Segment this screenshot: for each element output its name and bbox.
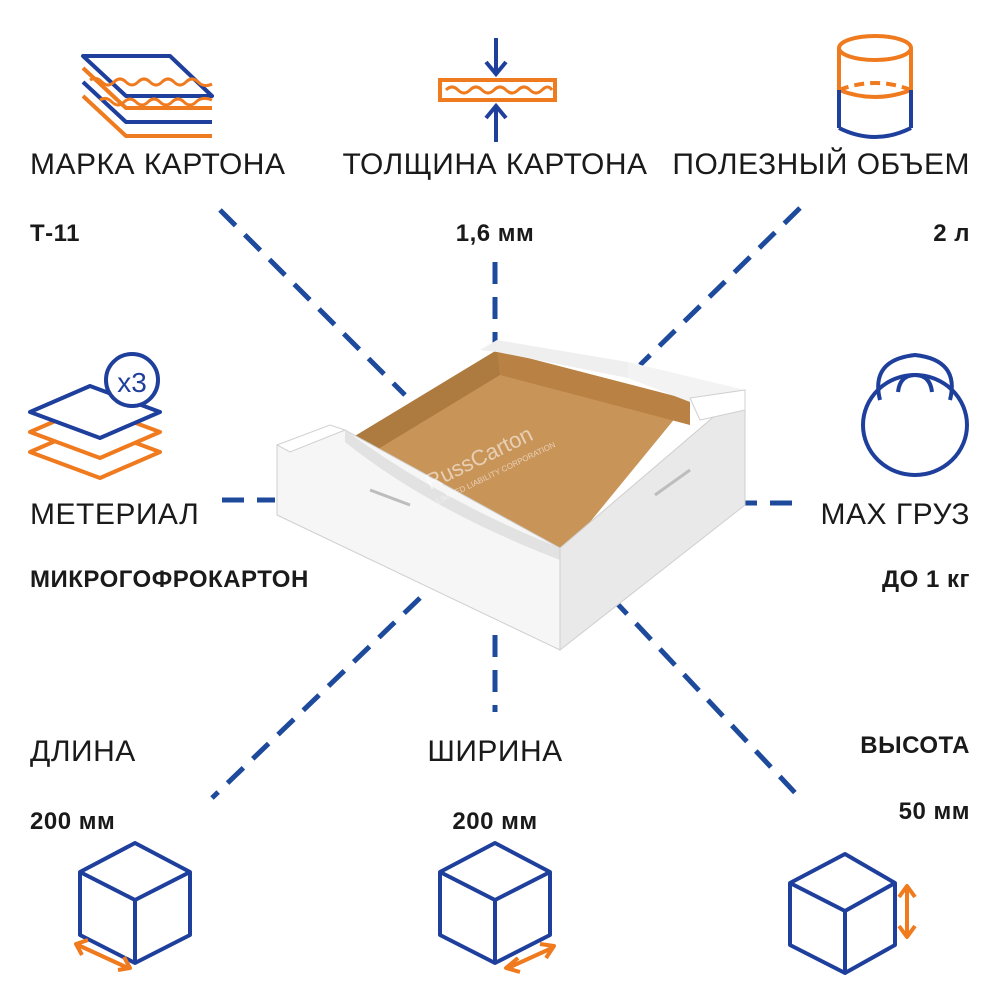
connector-volume <box>638 206 802 367</box>
length-value: 200 мм <box>30 808 116 835</box>
width-value: 200 мм <box>452 808 538 835</box>
tray-inner-back-wall <box>497 350 690 425</box>
cube-height-icon <box>788 852 917 975</box>
cube-width-icon <box>438 841 556 974</box>
material-title: МЕТЕРИАЛ <box>30 498 200 531</box>
height-title: ВЫСОТА <box>860 732 970 759</box>
material-value: МИКРОГОФРОКАРТОН <box>30 566 309 593</box>
stacked-sheets-x3-icon <box>28 352 162 480</box>
product-tray: RussCarton LIMITED LIABILITY CORPORATION <box>275 340 746 652</box>
thickness-title: ТОЛЩИНА КАРТОНА <box>342 148 648 181</box>
max-load-title: MAX ГРУЗ <box>820 498 970 531</box>
connector-length <box>210 596 422 800</box>
tray-tab-left <box>275 424 347 453</box>
tray-tab-right <box>689 389 746 421</box>
tray-slot-left <box>369 488 411 507</box>
volume-value: 2 л <box>933 220 970 247</box>
thickness-value: 1,6 мм <box>455 220 535 247</box>
material-badge: x3 <box>117 367 147 398</box>
tray-front-cutout <box>345 430 560 560</box>
cube-length-icon <box>74 841 192 972</box>
max-load-value: ДО 1 кг <box>882 566 970 593</box>
height-value: 50 мм <box>898 798 970 825</box>
tray-back-rim <box>480 340 628 378</box>
corrugated-layers-icon <box>81 54 214 138</box>
brand-value: Т-11 <box>30 220 81 247</box>
tray-slot-right <box>654 468 691 497</box>
connector-height <box>610 596 802 800</box>
length-title: ДЛИНА <box>30 735 136 768</box>
dashed-connectors <box>210 206 802 800</box>
tray-front-right-wall <box>559 388 746 652</box>
brand-title: МАРКА КАРТОНА <box>30 148 286 181</box>
tray-inner-left-wall <box>345 350 500 460</box>
cylinder-volume-icon <box>837 34 913 139</box>
width-title: ШИРИНА <box>427 735 563 768</box>
kettlebell-weight-icon <box>861 352 969 477</box>
connector-brand <box>218 208 407 397</box>
volume-title: ПОЛЕЗНЫЙ ОБЪЕМ <box>672 148 970 181</box>
thickness-arrows-icon <box>438 38 557 142</box>
